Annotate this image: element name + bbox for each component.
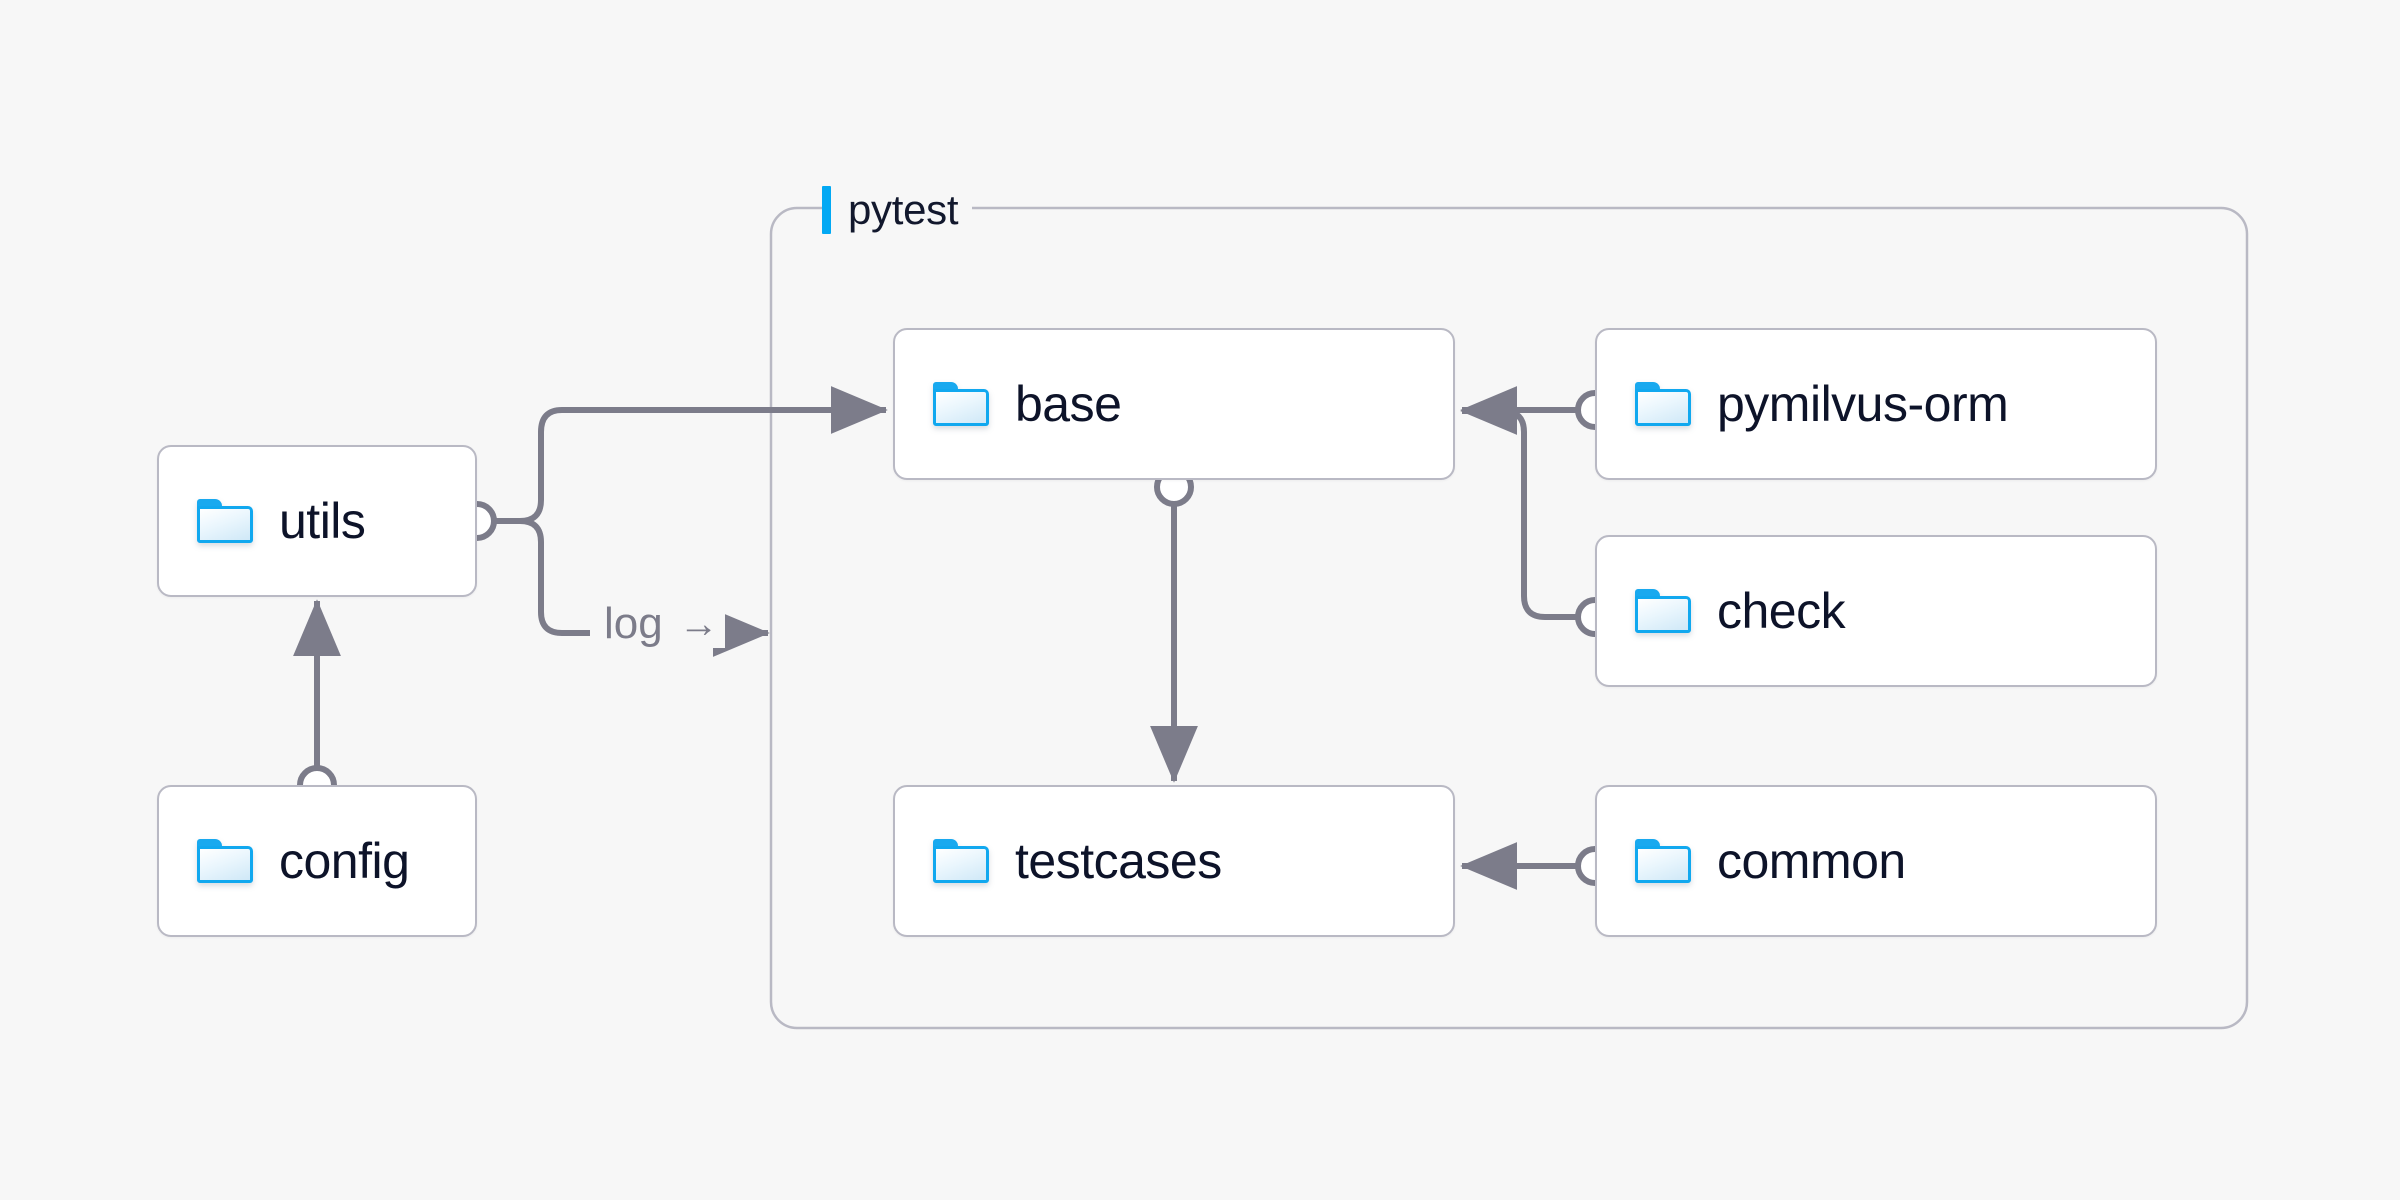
folder-icon [933, 839, 989, 883]
node-label: config [279, 833, 410, 889]
folder-icon [1635, 382, 1691, 426]
node-pymilvus-orm[interactable]: pymilvus-orm [1595, 328, 2157, 480]
group-title-label: pytest [848, 186, 959, 233]
edge-label-log-text: log [604, 599, 663, 648]
edge-check-to-base[interactable] [1460, 387, 1578, 620]
node-common[interactable]: common [1595, 785, 2157, 937]
group-container-pytest[interactable] [769, 206, 2249, 1030]
folder-icon [1635, 589, 1691, 633]
node-label: utils [279, 493, 366, 549]
edge-label-log: log → [598, 600, 725, 648]
folder-icon [197, 499, 253, 543]
node-config[interactable]: config [157, 785, 477, 937]
node-utils[interactable]: utils [157, 445, 477, 597]
group-title-pytest[interactable]: pytest [822, 186, 973, 234]
edge-utils-to-log[interactable] [494, 518, 590, 636]
folder-icon [1635, 839, 1691, 883]
node-label: testcases [1015, 833, 1222, 889]
node-label: check [1717, 583, 1846, 639]
node-label: common [1717, 833, 1906, 889]
node-label: pymilvus-orm [1717, 376, 2009, 432]
edge-utils-to-base[interactable] [494, 386, 888, 524]
arrow-right-icon: → [678, 602, 719, 646]
node-testcases[interactable]: testcases [893, 785, 1455, 937]
node-label: base [1015, 376, 1122, 432]
group-accent-bar [822, 186, 831, 234]
node-base[interactable]: base [893, 328, 1455, 480]
node-check[interactable]: check [1595, 535, 2157, 687]
folder-icon [933, 382, 989, 426]
folder-icon [197, 839, 253, 883]
